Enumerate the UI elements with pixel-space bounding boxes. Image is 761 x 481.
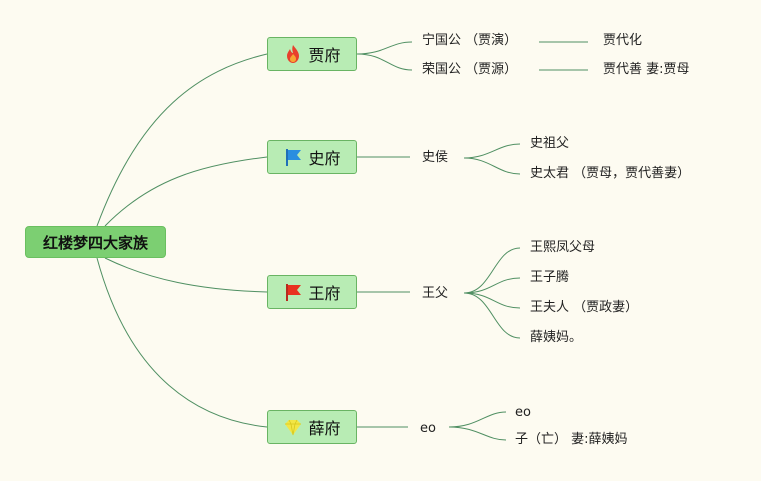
child-wang-1[interactable]: 王子腾 [530,270,570,285]
branch-xue[interactable]: eo [420,421,436,436]
red-flag-icon [283,282,303,302]
family-node-xue[interactable]: 薛府 [267,410,357,444]
child-shi-0[interactable]: 史祖父 [530,136,570,151]
child-wang-3[interactable]: 薛姨妈。 [530,330,583,345]
branch-rongguo[interactable]: 荣国公 （贾源） [422,62,518,77]
family-label-xue: 薛府 [308,419,341,438]
branch-wangfu[interactable]: 王父 [422,286,449,301]
family-node-jia[interactable]: 贾府 [267,37,357,71]
child-xue-1[interactable]: 子（亡） 妻:薛姨妈 [515,432,628,447]
branch-shihou[interactable]: 史侯 [422,150,449,165]
family-label-shi: 史府 [308,149,341,168]
family-node-shi[interactable]: 史府 [267,140,357,174]
child-jia-daishan[interactable]: 贾代善 妻:贾母 [603,62,690,77]
child-wang-2[interactable]: 王夫人 （贾政妻） [530,300,639,315]
diamond-icon [283,417,303,437]
blue-flag-icon [283,147,303,167]
child-wang-0[interactable]: 王熙凤父母 [530,240,596,255]
family-node-wang[interactable]: 王府 [267,275,357,309]
child-jia-daihua[interactable]: 贾代化 [603,33,643,48]
family-label-wang: 王府 [308,284,341,303]
family-label-jia: 贾府 [308,46,341,65]
root-label: 红楼梦四大家族 [42,233,148,252]
branch-ningguo[interactable]: 宁国公 （贾演） [422,33,518,48]
root-node[interactable]: 红楼梦四大家族 [25,226,166,258]
child-shi-1[interactable]: 史太君 （贾母，贾代善妻） [530,166,691,181]
child-xue-0[interactable]: eo [515,405,531,420]
fire-icon [283,44,303,64]
